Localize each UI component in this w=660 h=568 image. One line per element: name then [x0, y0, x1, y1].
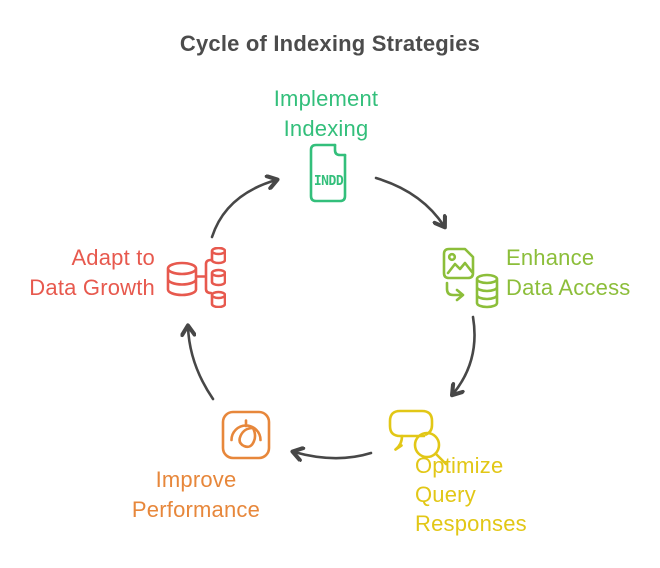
label-line: Optimize: [415, 453, 504, 478]
label-line: Data Growth: [29, 275, 155, 300]
label-line: Data Access: [506, 275, 631, 300]
database-growth-icon: [166, 247, 226, 308]
improve-performance-label: Improve Performance: [70, 465, 322, 525]
diagram-title: Cycle of Indexing Strategies: [179, 31, 481, 56]
gauge-icon: [221, 410, 271, 460]
label-line: Query: [415, 482, 476, 507]
label-line: Implement: [273, 86, 379, 111]
indd-file-icon: INDD: [309, 143, 347, 203]
label-line: Adapt to: [71, 245, 155, 270]
label-line: Indexing: [283, 116, 369, 141]
adapt-to-data-growth-label: Adapt to Data Growth: [0, 243, 155, 303]
implement-indexing-label: Implement Indexing: [226, 84, 426, 144]
enhance-data-access-label: Enhance Data Access: [506, 243, 630, 303]
optimize-query-responses-label: Optimize Query Responses: [415, 451, 527, 538]
label-line: Responses: [415, 511, 527, 536]
image-to-database-icon: [442, 247, 499, 309]
file-type-label: INDD: [314, 174, 344, 189]
arrow-improve-to-adapt: [188, 327, 215, 401]
arrow-optimize-to-improve: [294, 452, 373, 458]
speech-bubble-search-icon: [388, 409, 448, 466]
label-line: Enhance: [506, 245, 595, 270]
label-line: Performance: [131, 497, 261, 522]
arrow-enhance-to-optimize: [453, 315, 476, 394]
label-line: Improve: [155, 467, 237, 492]
arrow-implement-to-enhance: [374, 176, 444, 226]
arrow-adapt-to-implement: [210, 180, 276, 239]
